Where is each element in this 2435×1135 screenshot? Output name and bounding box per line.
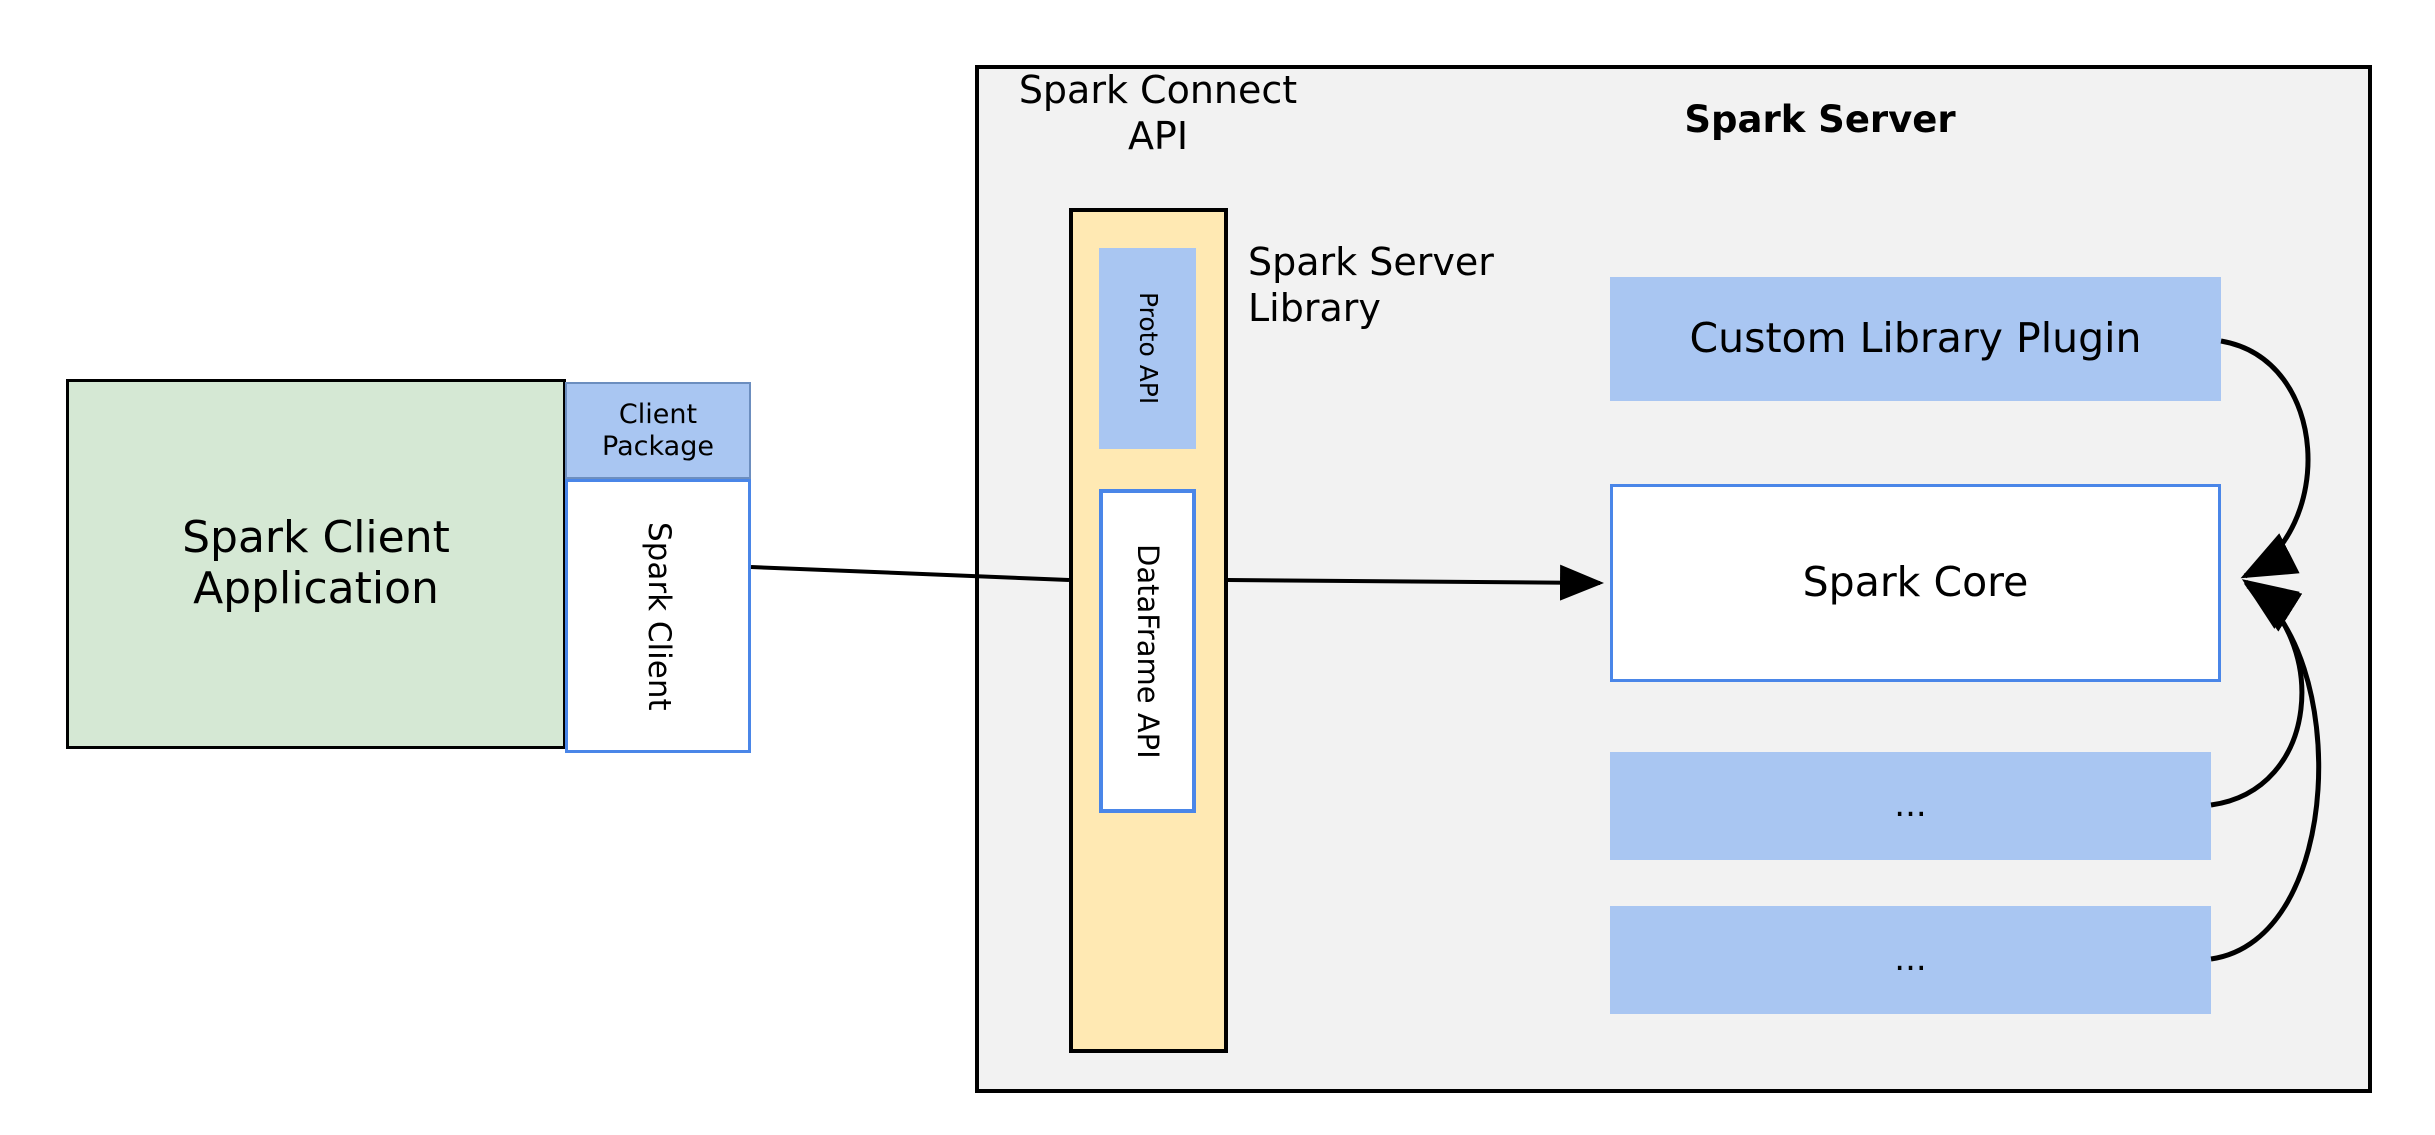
spark-client-box[interactable]: Spark Client xyxy=(565,479,751,753)
spark-server-library-label: Spark Server Library xyxy=(1248,240,1494,330)
proto-api-label: Proto API xyxy=(1133,292,1163,405)
ellipsis-label-2: ... xyxy=(1894,939,1927,980)
spark-client-application-label: Spark Client Application xyxy=(182,512,450,614)
custom-library-plugin-label: Custom Library Plugin xyxy=(1689,314,2142,363)
ellipsis-label-1: ... xyxy=(1894,785,1927,826)
spark-client-label: Spark Client xyxy=(640,521,677,711)
custom-library-plugin-box[interactable]: Custom Library Plugin xyxy=(1610,277,2221,401)
spark-core-label: Spark Core xyxy=(1802,558,2029,607)
proto-api-box[interactable]: Proto API xyxy=(1099,248,1196,449)
client-package-box[interactable]: Client Package xyxy=(565,382,751,479)
spark-connect-api-label: Spark Connect API xyxy=(1018,68,1298,158)
spark-client-application-box[interactable]: Spark Client Application xyxy=(66,379,566,749)
spark-core-box[interactable]: Spark Core xyxy=(1610,484,2221,682)
dataframe-api-box[interactable]: DataFrame API xyxy=(1099,489,1196,813)
ellipsis-box-2[interactable]: ... xyxy=(1610,906,2211,1014)
spark-server-title: Spark Server xyxy=(1684,98,1956,141)
client-package-label: Client Package xyxy=(602,399,714,462)
ellipsis-box-1[interactable]: ... xyxy=(1610,752,2211,860)
dataframe-api-label: DataFrame API xyxy=(1131,543,1166,759)
